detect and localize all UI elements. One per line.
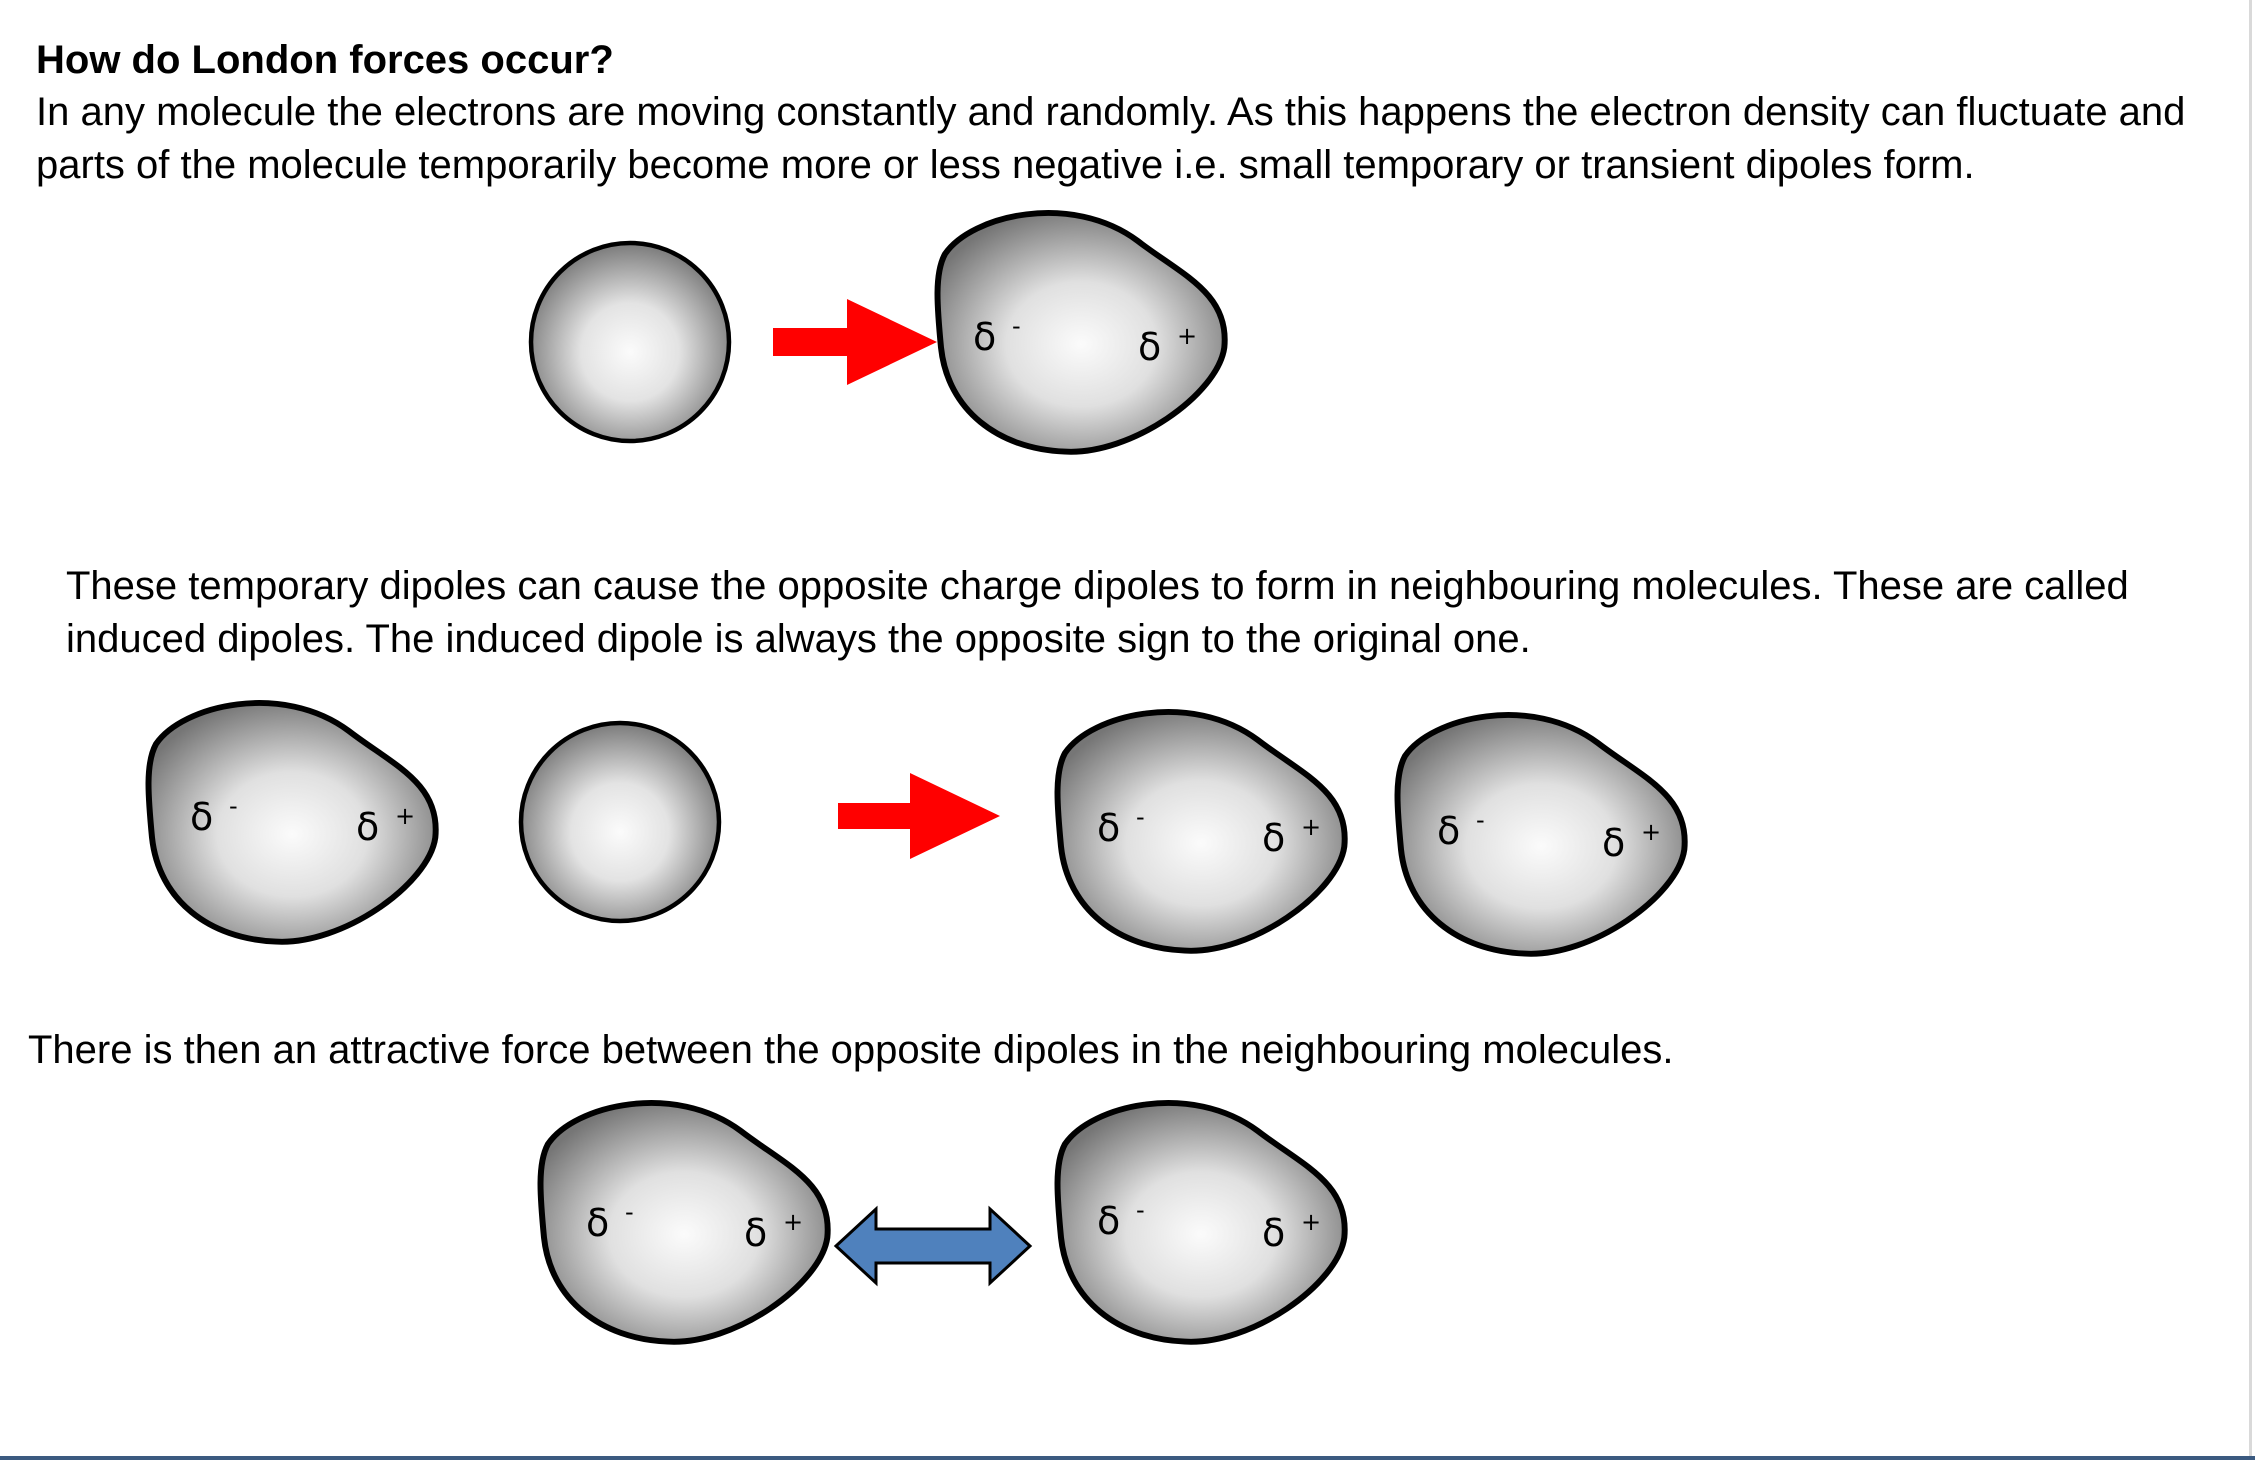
red-arrow-icon: [838, 773, 1000, 859]
minus-sign: -: [1012, 312, 1021, 340]
plus-sign: +: [1177, 322, 1197, 350]
double-arrow-icon: [833, 1205, 1033, 1287]
right-dipole-molecule: [1054, 1100, 1348, 1345]
neutral-molecule: [518, 720, 722, 924]
delta-minus-label: δ: [973, 315, 996, 359]
induced-dipole-diagram: δ - δ + δ - δ + δ - δ +: [145, 700, 1688, 957]
minus-sign: -: [1136, 1196, 1145, 1224]
plus-sign: +: [1301, 813, 1321, 841]
red-arrow-icon: [773, 299, 937, 385]
minus-sign: -: [1136, 803, 1145, 831]
plus-sign: +: [1641, 818, 1661, 846]
delta-minus-label: δ: [190, 795, 213, 839]
delta-minus-label: δ: [1437, 809, 1460, 853]
minus-sign: -: [229, 792, 238, 820]
plus-sign: +: [1301, 1208, 1321, 1236]
original-dipole-molecule-after: [1054, 709, 1348, 954]
delta-minus-label: δ: [1097, 1199, 1120, 1243]
delta-minus-label: δ: [586, 1201, 609, 1245]
delta-plus-label: δ: [1602, 821, 1625, 865]
delta-plus-label: δ: [1262, 816, 1285, 860]
delta-plus-label: δ: [1262, 1211, 1285, 1255]
plus-sign: +: [395, 802, 415, 830]
temporary-dipole-molecule: [934, 210, 1228, 455]
delta-plus-label: δ: [1138, 325, 1161, 369]
paragraph-temporary-dipoles: In any molecule the electrons are moving…: [36, 90, 2186, 187]
plus-sign: +: [783, 1208, 803, 1236]
paragraph-induced-dipoles: These temporary dipoles can cause the op…: [66, 564, 2129, 661]
delta-plus-label: δ: [356, 805, 379, 849]
page-right-edge: [2249, 0, 2252, 1458]
delta-minus-label: δ: [1097, 806, 1120, 850]
induced-dipole-molecule: [1394, 712, 1688, 957]
temporary-dipole-diagram: δ - δ +: [528, 210, 1228, 455]
minus-sign: -: [1476, 806, 1485, 834]
page-heading: How do London forces occur?: [36, 38, 614, 82]
paragraph-attractive-force: There is then an attractive force betwee…: [28, 1028, 1674, 1072]
neutral-molecule: [528, 240, 732, 444]
left-dipole-molecule: [537, 1100, 831, 1345]
delta-plus-label: δ: [744, 1211, 767, 1255]
minus-sign: -: [625, 1198, 634, 1226]
dipole-attraction-diagram: δ - δ + δ - δ +: [537, 1100, 1348, 1345]
page-bottom-rule: [0, 1456, 2255, 1460]
original-dipole-molecule: [145, 700, 439, 945]
